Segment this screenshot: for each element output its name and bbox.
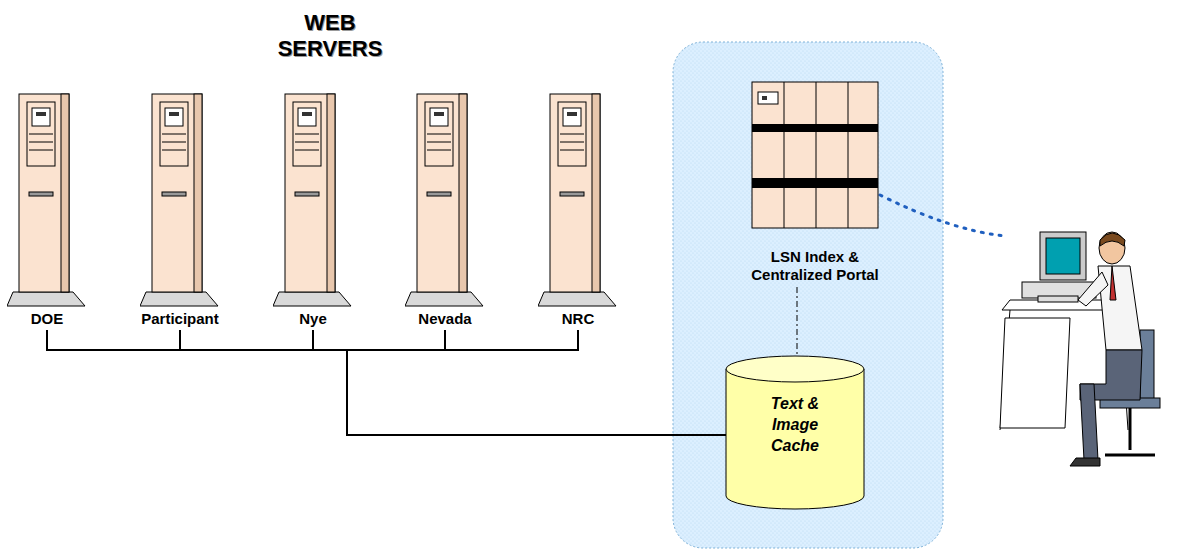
web-server: Nevada <box>383 92 507 328</box>
server-tower <box>7 92 87 308</box>
server-label: DOE <box>0 310 109 328</box>
dotted-link <box>880 195 1005 236</box>
server-label: NRC <box>516 310 640 328</box>
server-label: LSN Index & Centralized Portal <box>740 248 890 284</box>
cache-cylinder: Text & Image Cache <box>725 355 865 510</box>
server-rack <box>750 80 880 230</box>
index-server: LSN Index & Centralized Portal <box>735 80 895 284</box>
cache-link <box>797 287 798 355</box>
server-tower <box>538 92 618 308</box>
region <box>673 42 943 548</box>
network-bus <box>47 330 726 435</box>
network-bus <box>313 330 726 435</box>
title: WEB SERVERS <box>255 10 405 62</box>
server-label: Nye <box>251 310 375 328</box>
web-server: Participant <box>118 92 242 328</box>
server-label: Participant <box>118 310 242 328</box>
web-server: Nye <box>251 92 375 328</box>
server-tower <box>273 92 353 308</box>
user-illustration <box>1000 232 1160 466</box>
web-server: DOE <box>0 92 109 328</box>
network-bus <box>347 330 726 435</box>
server-tower <box>405 92 485 308</box>
server-label: Nevada <box>383 310 507 328</box>
server-tower <box>140 92 220 308</box>
network-bus <box>180 330 726 435</box>
cache-label: Text & Image Cache <box>763 393 827 456</box>
web-server: NRC <box>516 92 640 328</box>
network-bus <box>347 330 726 435</box>
